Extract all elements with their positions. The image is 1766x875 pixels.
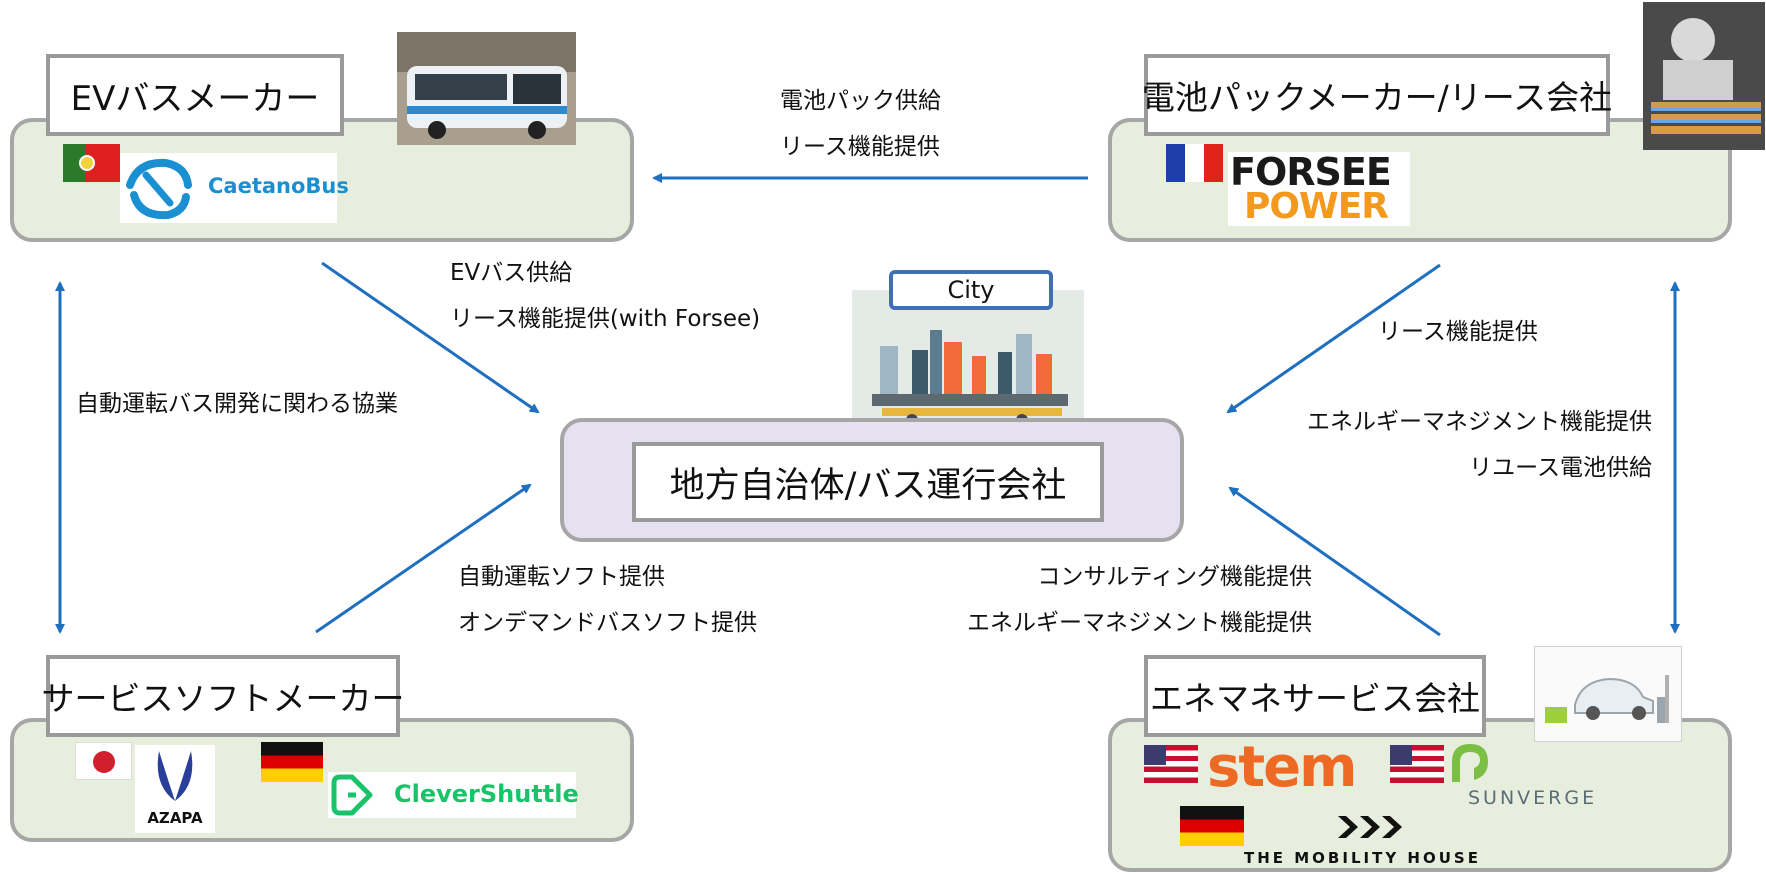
edge-label-battery-energy-link: エネルギーマネジメント機能提供 リユース電池供給 [1300, 407, 1652, 483]
azapa-mark-icon [157, 751, 193, 801]
mobility-house-chevron-icon [1338, 816, 1402, 838]
edge-label-line: 自動運転ソフト提供 [458, 564, 665, 590]
edge-label-line: 自動運転バス開発に関わる協業 [76, 391, 398, 417]
caetanobus-logo: CaetanoBus [120, 153, 349, 223]
edge-label-line: EVバス供給 [450, 260, 573, 286]
edge-label-line: リース機能提供 [780, 134, 940, 160]
energy-service-panel [1108, 718, 1732, 872]
edge-label-line: エネルギーマネジメント機能提供 [1307, 409, 1652, 435]
clevershuttle-wordmark: CleverShuttle [394, 780, 579, 808]
edge-label-bus-to-center: EVバス供給 リース機能提供(with Forsee) [450, 258, 760, 334]
battery-factory-photo [1643, 2, 1765, 150]
edge-label-line: リース機能提供(with Forsee) [450, 306, 761, 332]
edge-label-battery-to-bus: 電池パック供給 リース機能提供 [780, 86, 941, 162]
edge-label-energy-to-center: コンサルティング機能提供 エネルギーマネジメント機能提供 [940, 562, 1312, 638]
edge-label-line: 電池パック供給 [780, 88, 941, 114]
edge-label-line: リユース電池供給 [1469, 455, 1652, 481]
azapa-logo: AZAPA [135, 745, 215, 833]
city-illustration [852, 290, 1084, 435]
edge-label-line: オンデマンドバスソフト提供 [458, 610, 757, 636]
usa-flag-icon-2 [1390, 745, 1444, 783]
bus-photo [397, 32, 576, 145]
edge-label-line: エネルギーマネジメント機能提供 [967, 610, 1312, 636]
edge-label-line: リース機能提供 [1378, 319, 1538, 345]
arrow-software-to-center [315, 483, 532, 634]
edge-label-software-to-center: 自動運転ソフト提供 オンデマンドバスソフト提供 [458, 562, 757, 638]
power-wordmark: POWER [1244, 186, 1389, 227]
battery-maker-title: 電池パックメーカー/リース会社 [1142, 54, 1612, 136]
germany-flag-icon-2 [1180, 806, 1244, 846]
sunverge-wordmark: SUNVERGE [1468, 787, 1598, 809]
clevershuttle-logo: CleverShuttle [328, 772, 579, 818]
arrow-battery-to-center [1226, 263, 1441, 414]
edge-label-battery-to-center: リース機能提供 [1378, 317, 1538, 347]
japan-flag-icon [75, 742, 132, 780]
azapa-wordmark: AZAPA [147, 809, 203, 827]
center-title: 地方自治体/バス運行会社 [632, 442, 1104, 522]
edge-label-line: コンサルティング機能提供 [1037, 564, 1312, 590]
portugal-flag-icon [63, 144, 120, 182]
sunverge-mark-icon [1452, 744, 1488, 782]
forsee-wordmark: FORSEE [1230, 150, 1392, 194]
usa-flag-icon [1144, 745, 1198, 783]
france-flag-icon [1166, 144, 1223, 182]
stem-wordmark: stem [1207, 735, 1357, 800]
ev-bus-maker-title: EVバスメーカー [46, 54, 344, 136]
clevershuttle-mark-icon [331, 774, 373, 816]
ev-charging-illustration [1534, 646, 1682, 742]
caetanobus-mark-icon [126, 158, 192, 220]
city-label-box: City [889, 270, 1053, 310]
energy-service-title: エネマネサービス会社 [1144, 655, 1486, 737]
mobility-house-wordmark: THE MOBILITY HOUSE [1244, 849, 1481, 867]
edge-label-bus-software-collab: 自動運転バス開発に関わる協業 [76, 389, 398, 419]
service-software-title: サービスソフトメーカー [42, 655, 405, 737]
caetanobus-wordmark: CaetanoBus [208, 174, 349, 198]
germany-flag-icon [261, 742, 323, 782]
city-label: City [947, 276, 995, 304]
arrow-bus-to-center [321, 261, 540, 414]
arrow-energy-to-center [1228, 486, 1441, 637]
forsee-power-logo: FORSEE POWER [1228, 152, 1410, 226]
